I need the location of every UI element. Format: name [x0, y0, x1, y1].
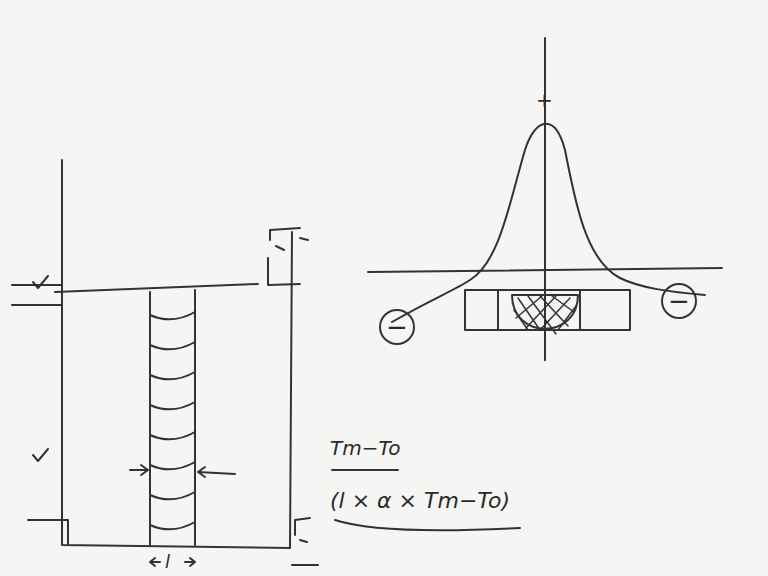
width-arrow	[130, 465, 148, 475]
width-arrow	[198, 467, 235, 477]
plate-top-edge	[55, 284, 258, 292]
weld-ripples	[150, 312, 195, 529]
weld-bead	[150, 290, 195, 545]
dimension-arrows	[150, 558, 195, 566]
sign-text: −	[668, 288, 690, 314]
stress-curve	[392, 124, 705, 322]
center-line	[544, 330, 546, 360]
plate-outline	[62, 160, 292, 548]
clamp	[268, 228, 300, 285]
sketch-label: l	[165, 553, 170, 571]
formula-text: (l × α × Tm−To)	[330, 490, 510, 512]
stress-sign-circle: −	[379, 309, 415, 345]
distance-axis	[368, 268, 722, 272]
clamp	[28, 520, 68, 545]
sign-text: −	[386, 314, 408, 340]
plate-section	[465, 290, 630, 330]
stress-axis	[544, 38, 546, 360]
formula-text: Tm−To	[330, 438, 400, 458]
hatching	[514, 296, 576, 334]
underline	[335, 520, 520, 530]
sketch-label: +	[536, 90, 553, 110]
check-mark	[33, 276, 48, 461]
stress-sign-circle: −	[661, 283, 697, 319]
tick-mark	[276, 238, 308, 542]
fraction-bar	[332, 469, 398, 471]
